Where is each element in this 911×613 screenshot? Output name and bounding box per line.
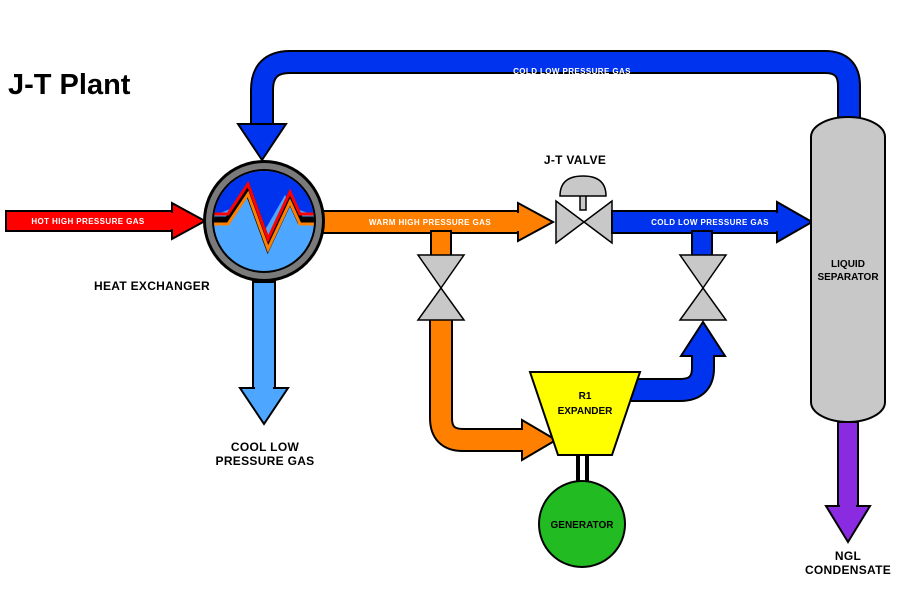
hot-inlet-arrow [5,201,208,241]
jt-valve [555,175,613,245]
expander-label-2: EXPANDER [558,406,614,417]
expander-label-1: R1 [579,391,592,402]
r1-expander [528,371,642,456]
expander-outlet-pipe [630,320,727,402]
separator-label-1: LIQUID [831,259,865,270]
warm-pipe [319,201,556,243]
ngl-label-1: NGL [835,549,861,563]
cool-outlet-arrow [238,281,290,426]
cool-outlet-label-2: PRESSURE GAS [216,454,315,468]
jt-valve-label: J-T VALVE [544,153,606,167]
heat-exchanger-label: HEAT EXCHANGER [94,279,210,293]
generator-label: GENERATOR [551,520,615,531]
cold-mid-pipe [611,200,815,258]
expander-shaft [576,455,589,481]
ngl-outlet-arrow [824,421,872,544]
stream-label-cold-top: COLD LOW PRESSURE GAS [513,67,631,76]
stream-label-cold-mid: COLD LOW PRESSURE GAS [651,218,769,227]
bypass-valve-right [678,254,728,321]
cold-return-pipe [236,50,861,162]
stream-label-warm: WARM HIGH PRESSURE GAS [369,218,491,227]
bypass-valve-left [416,254,466,321]
cool-outlet-label-1: COOL LOW [231,440,300,454]
heat-exchanger [203,160,325,282]
page-title: J-T Plant [8,69,131,101]
ngl-label-2: CONDENSATE [805,563,891,577]
warm-branch-pipe [429,230,558,462]
generator [538,480,626,568]
stream-label-hot: HOT HIGH PRESSURE GAS [31,217,145,226]
separator-label-2: SEPARATOR [817,272,879,283]
